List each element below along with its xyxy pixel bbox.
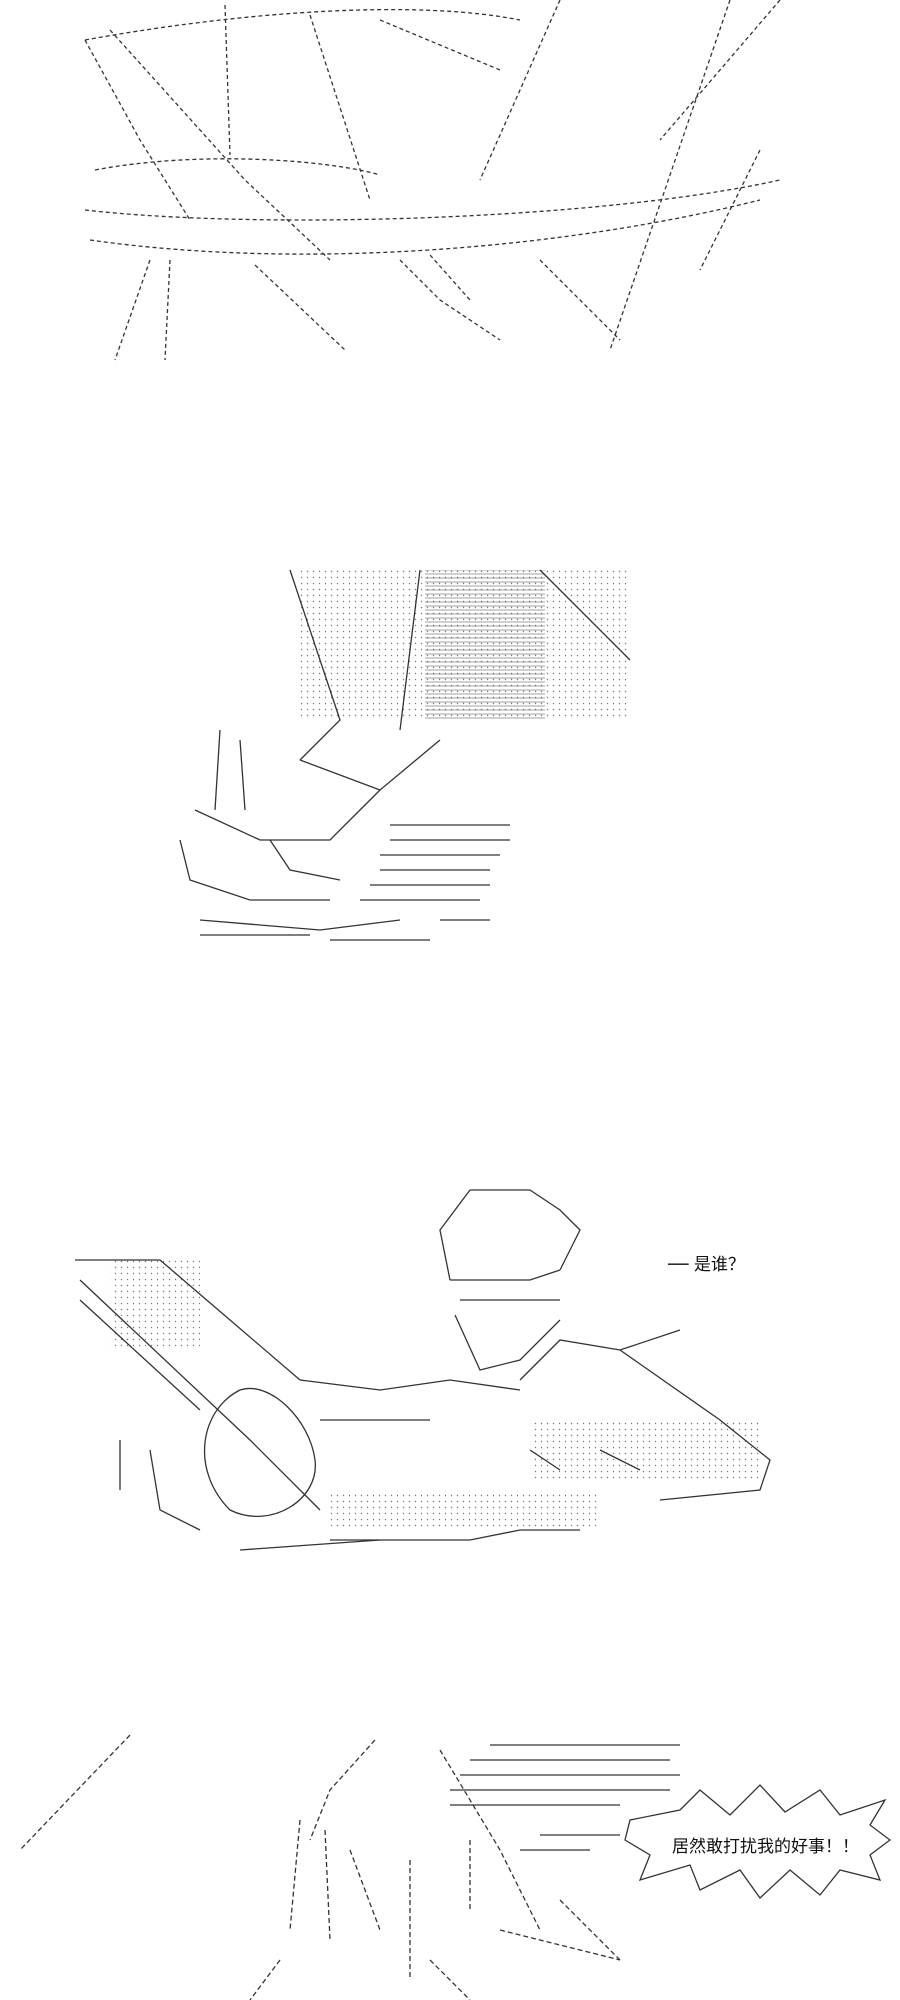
speech-angry: 居然敢打扰我的好事！！ [672,1837,859,1857]
panel-1-art [84,0,781,361]
panel-2-art [179,569,631,941]
panel-4-art [19,1734,892,2000]
speech-balloon-outline [624,1784,892,1899]
panel-2 [0,540,900,960]
caption-who: ── 是谁？ [668,1255,745,1275]
panel-1 [0,0,900,370]
panel-3-art [75,1189,771,1551]
panel-3: ── 是谁？ [0,1170,900,1570]
panel-4: 居然敢打扰我的好事！！ [0,1730,900,2000]
